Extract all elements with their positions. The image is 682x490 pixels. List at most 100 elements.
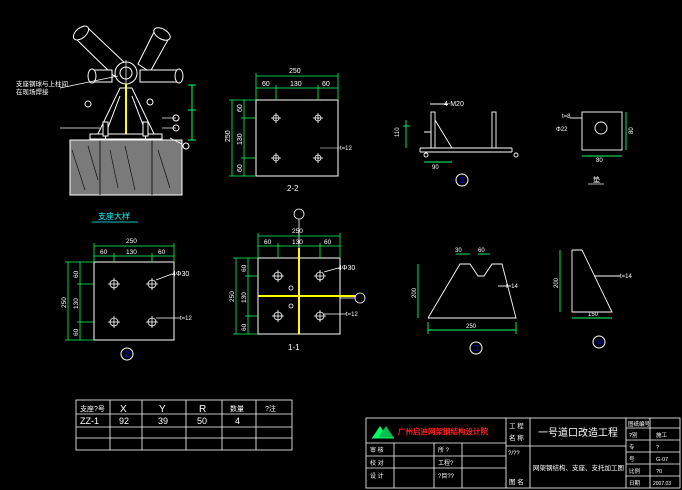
- coord-header-id: 支座?号: [80, 404, 105, 413]
- project-label-2: 名 称: [509, 433, 524, 442]
- dim-2-2-a: 60: [262, 81, 270, 88]
- label-2-2: 2-2: [287, 184, 299, 193]
- section-1-1-side-a: 60: [241, 264, 248, 272]
- plan-2: [65, 243, 180, 341]
- plan-2-number: 2: [125, 350, 130, 359]
- coord-header-note: ?注: [265, 404, 276, 413]
- detail-4-balloon: [592, 335, 606, 349]
- sub-label: ?/??: [508, 451, 520, 457]
- support-callout-line2: 在现场焊接: [16, 87, 49, 96]
- detail-3-base: 250: [466, 324, 477, 330]
- plan-2-side-total: 250: [61, 297, 68, 308]
- base-plate: [89, 133, 163, 140]
- plan-2-side-c: 60: [73, 328, 80, 336]
- concrete-pier: [69, 139, 183, 196]
- small-plate-caption: 垫: [593, 175, 600, 184]
- section-1-1: [233, 208, 366, 335]
- detail-3-top-b: 60: [478, 248, 485, 254]
- right-header: 图纸编号: [628, 420, 651, 428]
- right-row-v: 2007.03: [653, 481, 671, 487]
- row-label-review: 审 核: [370, 446, 384, 454]
- support-callout-line1: 支座钢球与上柱间: [16, 79, 68, 88]
- plan-2-a: 60: [100, 249, 108, 256]
- section-1-1-side-c: 60: [241, 323, 248, 331]
- detail-1-number: 1: [460, 176, 465, 185]
- detail-3-top-a: 30: [455, 248, 462, 254]
- plan-2-total: 250: [126, 238, 137, 245]
- drawing-label: 图 名: [509, 477, 524, 486]
- coord-cell-y: 39: [158, 416, 168, 426]
- section-1-1-holes: 4Φ30: [338, 265, 355, 272]
- plan-2-b: 130: [126, 249, 137, 256]
- plate-2-2: [255, 99, 339, 177]
- section-2-2: [229, 73, 340, 177]
- detail-3-height: 200: [412, 287, 418, 298]
- company-logo: [372, 426, 394, 439]
- plan-2-side-b: 130: [73, 298, 80, 309]
- dim-2-2-total: 250: [289, 68, 301, 75]
- section-1-1-a: 60: [264, 239, 272, 246]
- section-1-1-label: 1-1: [288, 343, 300, 352]
- right-row-v: G-07: [656, 457, 668, 463]
- detail-4-thickness: t=14: [620, 274, 633, 280]
- section-1-1-thickness: t=12: [346, 312, 359, 318]
- right-row-k: 日期: [629, 480, 641, 487]
- small-plate: [570, 111, 627, 157]
- coord-header-r: R: [199, 404, 206, 415]
- coord-cell-id: ZZ-1: [80, 416, 99, 426]
- row-label-design: 设 计: [370, 472, 384, 480]
- coord-header-qty: 数量: [230, 404, 244, 413]
- small-plate-thickness: t=8: [562, 114, 571, 120]
- right-row-v: ?: [656, 445, 659, 451]
- row-mid-1: 所 ?: [438, 446, 450, 454]
- project-label-1: 工 程: [509, 421, 524, 430]
- row-mid-3: ?目??: [438, 473, 455, 480]
- detail-3: [417, 253, 517, 334]
- plan-2-balloon: [120, 347, 134, 361]
- row-label-check: 校 对: [370, 459, 384, 467]
- detail-1-height: 110: [395, 127, 401, 137]
- detail-4-number: 4: [597, 338, 602, 347]
- small-plate-width: 80: [596, 158, 603, 164]
- detail-3-balloon: [469, 341, 483, 355]
- section-1-1-total: 250: [292, 228, 303, 235]
- plan-2-side-a: 60: [73, 270, 80, 278]
- coord-cell-qty: 4: [235, 416, 240, 426]
- plan-2-c: 60: [158, 249, 166, 256]
- section-1-1-side-b: 130: [241, 292, 248, 303]
- dim-2-2-side-b: 130: [237, 133, 244, 145]
- right-row-v: ?0: [656, 469, 662, 475]
- tube-members: [72, 25, 184, 84]
- coord-table-headers: 支座?号 X Y R 数量 ?注: [80, 404, 276, 415]
- coord-cell-x: 92: [119, 416, 129, 426]
- detail-4: [559, 249, 620, 319]
- detail-4-height: 200: [554, 277, 560, 288]
- detail-1: [403, 103, 519, 163]
- small-plate-height: 80: [629, 127, 635, 134]
- detail-1-balloon: [455, 173, 469, 187]
- dim-2-2-c: 60: [322, 81, 330, 88]
- plan-2-thickness: t=12: [180, 316, 193, 322]
- title-block: [365, 417, 681, 489]
- detail-3-thickness: t=14: [506, 284, 519, 290]
- coord-header-x: X: [120, 404, 127, 415]
- right-row-k: 比例: [629, 467, 641, 475]
- row-mid-2: 工程?: [438, 459, 454, 467]
- detail-4-base: 150: [588, 312, 599, 318]
- dim-2-2-side-c: 60: [237, 164, 244, 172]
- drawing-name: 网架钢结构、支座、支托加工图: [533, 463, 624, 472]
- company-name: 广州启迪网架钢结构设计院: [398, 426, 488, 436]
- support-detail: [59, 25, 196, 196]
- support-detail-title: 支座大样: [98, 211, 130, 221]
- right-row-k: ?別: [629, 431, 638, 439]
- project-name: 一号道口改造工程: [538, 426, 618, 439]
- small-plate-hole: Φ22: [556, 127, 568, 133]
- section-1-1-b: 130: [292, 239, 303, 246]
- dim-2-2-b: 130: [290, 81, 302, 88]
- detail-1-bolts: 4-M20: [444, 101, 464, 108]
- plan-2-holes: 4Φ30: [172, 271, 189, 278]
- right-rows: ?別 施工 专 ? 号 G-07 比例 ?0 日期 2007.03: [629, 431, 671, 487]
- coord-header-y: Y: [159, 404, 166, 415]
- detail-3-number: 3: [474, 344, 479, 353]
